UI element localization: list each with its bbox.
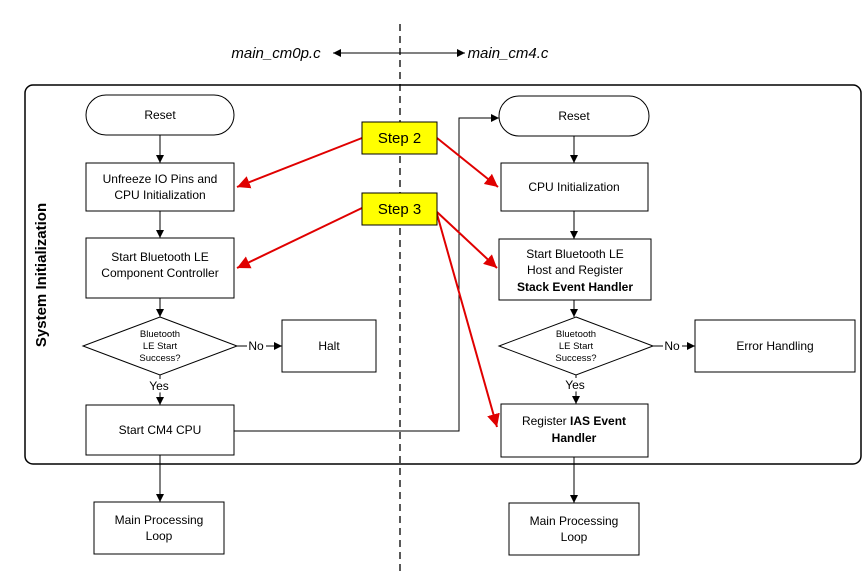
right-decision-line3: Success? bbox=[555, 353, 596, 364]
left-decision-line1: Bluetooth bbox=[140, 329, 180, 340]
right-start-ble-line3: Stack Event Handler bbox=[517, 280, 633, 294]
group-label: System Initialization bbox=[33, 203, 50, 347]
left-unfreeze-line1: Unfreeze IO Pins and bbox=[103, 172, 218, 186]
right-cpu-init-label: CPU Initialization bbox=[528, 180, 619, 194]
left-main-loop-line1: Main Processing bbox=[115, 513, 204, 527]
left-yes-label: Yes bbox=[149, 379, 169, 393]
step3-arrow-left bbox=[236, 207, 363, 269]
step2-arrow-left bbox=[236, 137, 363, 189]
left-start-cm4-label: Start CM4 CPU bbox=[119, 423, 202, 437]
right-main-loop-line2: Loop bbox=[561, 530, 588, 544]
right-register-line2: Handler bbox=[552, 431, 597, 445]
right-file-label: main_cm4.c bbox=[468, 45, 549, 62]
step3-arrow-right-ias bbox=[436, 213, 500, 428]
left-halt-box bbox=[281, 319, 377, 373]
left-unfreeze-box bbox=[85, 162, 235, 212]
left-start-ble-line1: Start Bluetooth LE bbox=[111, 250, 208, 264]
cm4-start-connector bbox=[234, 114, 499, 432]
step3-callout bbox=[361, 192, 438, 226]
left-start-cm4-box bbox=[85, 404, 235, 456]
step3-arrow-right-ble bbox=[436, 211, 498, 269]
left-decision-line2: LE Start bbox=[143, 341, 178, 352]
right-no-label: No bbox=[664, 339, 680, 353]
right-register-line1: Register IAS Event bbox=[522, 414, 626, 428]
left-file-label: main_cm0p.c bbox=[231, 45, 321, 62]
left-start-ble-box bbox=[85, 237, 235, 299]
right-main-loop-box bbox=[508, 502, 640, 556]
right-decision-line1: Bluetooth bbox=[556, 329, 596, 340]
step2-callout bbox=[361, 121, 438, 155]
right-register-box bbox=[500, 403, 649, 458]
right-main-loop-line1: Main Processing bbox=[530, 514, 619, 528]
left-halt-label: Halt bbox=[318, 339, 340, 353]
right-reset-label: Reset bbox=[558, 109, 590, 123]
left-decision-line3: Success? bbox=[139, 353, 180, 364]
left-reset-label: Reset bbox=[144, 108, 176, 122]
left-no-label: No bbox=[248, 339, 264, 353]
right-decision-line2: LE Start bbox=[559, 341, 594, 352]
step2-arrow-right bbox=[436, 137, 499, 188]
right-yes-label: Yes bbox=[565, 378, 585, 392]
left-main-loop-box bbox=[93, 501, 225, 555]
step2-label: Step 2 bbox=[378, 130, 421, 147]
right-start-ble-box bbox=[498, 238, 652, 301]
left-start-ble-line2: Component Controller bbox=[101, 266, 218, 280]
right-start-ble-line1: Start Bluetooth LE bbox=[526, 247, 623, 261]
right-error-box bbox=[694, 319, 856, 373]
right-register-prefix: Register bbox=[522, 414, 570, 428]
system-initialization-group bbox=[24, 84, 862, 465]
right-error-label: Error Handling bbox=[736, 339, 813, 353]
right-register-bold: IAS Event bbox=[570, 414, 626, 428]
right-start-ble-line2: Host and Register bbox=[527, 263, 623, 277]
step3-label: Step 3 bbox=[378, 201, 421, 218]
left-unfreeze-line2: CPU Initialization bbox=[114, 188, 205, 202]
left-main-loop-line2: Loop bbox=[146, 529, 173, 543]
